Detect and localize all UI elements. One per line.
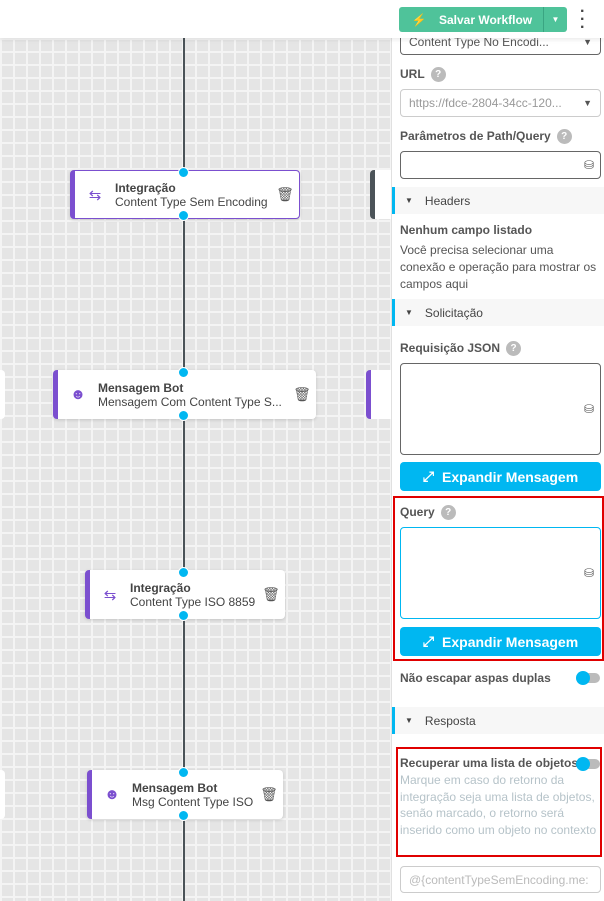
save-workflow-button[interactable]: ⚡ Salvar Workflow ▼ xyxy=(399,7,567,32)
query-textarea[interactable]: ⛁ xyxy=(400,527,601,619)
edge xyxy=(183,420,185,570)
trash-icon[interactable]: 🗑 xyxy=(293,386,311,402)
connector-handle[interactable] xyxy=(178,567,189,578)
trash-icon[interactable]: 🗑 xyxy=(262,586,280,602)
url-select[interactable]: https://fdce-2804-34cc-120... ▼ xyxy=(400,89,601,117)
bot-icon: ☻ xyxy=(104,786,120,803)
node-type: Integração xyxy=(115,180,176,195)
partial-node[interactable] xyxy=(0,770,5,819)
expand-message-button[interactable]: ⤢ Expandir Mensagem xyxy=(400,462,601,491)
response-section[interactable]: ▼ Resposta xyxy=(392,707,604,734)
bot-icon: ☻ xyxy=(70,386,86,403)
node-type: Mensagem Bot xyxy=(98,380,184,395)
connector-handle[interactable] xyxy=(178,810,189,821)
caret-down-icon: ▼ xyxy=(405,716,413,725)
connector-handle[interactable] xyxy=(178,767,189,778)
more-vertical-icon[interactable]: ··· xyxy=(580,3,586,36)
connector-handle[interactable] xyxy=(178,610,189,621)
expand-message-button[interactable]: ⤢ Expandir Mensagem xyxy=(400,627,601,656)
button-label: Expandir Mensagem xyxy=(442,633,579,650)
database-add-icon[interactable]: ⛁ xyxy=(583,566,594,580)
empty-title: Nenhum campo listado xyxy=(400,223,533,237)
empty-text: Você precisa selecionar uma conexão e op… xyxy=(400,243,597,291)
top-bar: ⚡ Salvar Workflow ▼ ··· xyxy=(0,0,604,38)
list-help-text: Marque em caso do retorno da integração … xyxy=(400,773,597,837)
section-title: Resposta xyxy=(424,713,476,728)
edge xyxy=(183,220,185,370)
query-label: Query? xyxy=(400,505,456,521)
help-icon[interactable]: ? xyxy=(506,341,522,357)
json-label: Requisição JSON? xyxy=(400,341,522,357)
connector-handle[interactable] xyxy=(178,210,189,221)
expand-icon: ⤢ xyxy=(422,468,435,484)
database-add-icon[interactable]: ⛁ xyxy=(583,402,594,416)
expand-icon: ⤢ xyxy=(422,633,435,649)
caret-down-icon: ▼ xyxy=(583,98,592,108)
placeholder: @{contentTypeSemEncoding.me: xyxy=(409,872,589,887)
save-label: Salvar Workflow xyxy=(439,12,533,27)
params-label: Parâmetros de Path/Query? xyxy=(400,129,572,145)
database-add-icon[interactable]: ⛁ xyxy=(583,158,594,172)
list-label: Recuperar uma lista de objetos xyxy=(400,756,579,770)
caret-down-icon: ▼ xyxy=(405,308,413,317)
node-type: Mensagem Bot xyxy=(132,780,218,795)
lightning-icon: ⚡ xyxy=(411,12,427,27)
edge xyxy=(183,820,185,901)
params-input[interactable]: ⛁ xyxy=(400,151,601,179)
trash-icon[interactable]: 🗑 xyxy=(276,186,294,202)
partial-node[interactable] xyxy=(0,370,5,419)
json-textarea[interactable]: ⛁ xyxy=(400,363,601,455)
operation-select[interactable]: Content Type No Encodi... ▼ xyxy=(400,30,601,55)
request-section[interactable]: ▼ Solicitação xyxy=(392,299,604,326)
help-icon[interactable]: ? xyxy=(440,505,456,521)
caret-down-icon: ▼ xyxy=(405,196,413,205)
node-name: Mensagem Com Content Type S... xyxy=(98,394,282,409)
highlight-box xyxy=(393,496,604,661)
no-escape-label: Não escapar aspas duplas xyxy=(400,671,551,685)
node-name: Msg Content Type ISO xyxy=(132,794,254,809)
headers-section[interactable]: ▼ Headers xyxy=(392,187,604,214)
url-label: URL? xyxy=(400,67,446,83)
node-name: Content Type ISO 8859 xyxy=(130,594,256,609)
highlight-box xyxy=(396,747,602,857)
caret-down-icon: ▼ xyxy=(583,37,592,47)
connector-handle[interactable] xyxy=(178,410,189,421)
caret-down-icon[interactable]: ▼ xyxy=(543,7,567,32)
section-title: Headers xyxy=(424,193,471,208)
list-toggle[interactable] xyxy=(576,757,600,771)
arrows-exchange-icon: ⇆ xyxy=(88,186,102,204)
result-variable-input[interactable]: @{contentTypeSemEncoding.me: xyxy=(400,866,601,893)
operation-value: Content Type No Encodi... xyxy=(409,35,549,49)
arrows-exchange-icon: ⇆ xyxy=(103,586,117,604)
connector-handle[interactable] xyxy=(178,167,189,178)
section-title: Solicitação xyxy=(424,305,483,320)
help-icon[interactable]: ? xyxy=(556,129,572,145)
node-name: Content Type Sem Encoding xyxy=(115,194,268,209)
help-icon[interactable]: ? xyxy=(430,67,446,83)
button-label: Expandir Mensagem xyxy=(442,468,579,485)
connector-handle[interactable] xyxy=(178,367,189,378)
edge xyxy=(183,38,185,168)
trash-icon[interactable]: 🗑 xyxy=(260,786,278,802)
no-escape-toggle[interactable] xyxy=(576,671,600,685)
edge xyxy=(183,620,185,770)
url-value: https://fdce-2804-34cc-120... xyxy=(409,96,562,110)
node-type: Integração xyxy=(130,580,191,595)
properties-panel: Content Type No Encodi... ▼ URL? https://… xyxy=(391,0,604,901)
